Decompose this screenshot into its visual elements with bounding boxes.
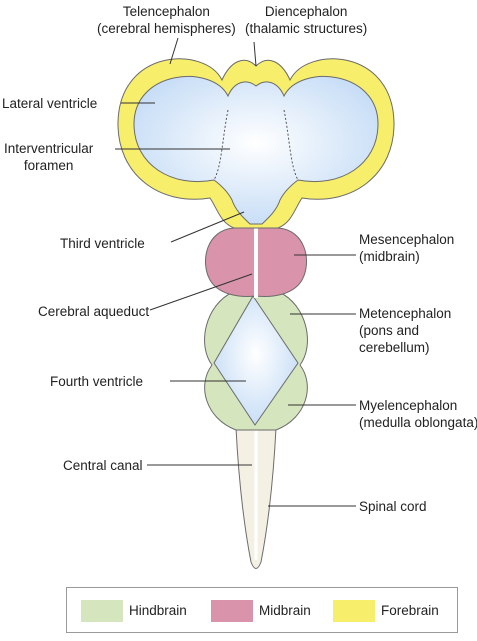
legend: Hindbrain Midbrain Forebrain — [66, 587, 458, 633]
label-myelencephalon-line1: Myelencephalon — [359, 398, 458, 413]
label-interventricular-foramen: Interventricular foramen — [4, 140, 93, 174]
label-spinal-cord: Spinal cord — [359, 498, 427, 515]
label-myelencephalon: Myelencephalon (medulla oblongata) — [359, 397, 477, 431]
leader-cerebral-aqueduct — [149, 273, 253, 311]
legend-label-forebrain: Forebrain — [381, 603, 439, 618]
fourth-ventricle-shape — [213, 295, 299, 426]
leader-third-ventricle — [170, 211, 245, 243]
boundary-left — [213, 109, 229, 181]
label-telencephalon-line1: Telencephalon — [122, 4, 210, 19]
label-diencephalon-line2: (thalamic structures) — [245, 21, 368, 36]
ventricle-system-shape — [133, 76, 379, 225]
label-mesencephalon: Mesencephalon (midbrain) — [359, 231, 454, 265]
legend-label-hindbrain: Hindbrain — [129, 603, 187, 618]
label-metencephalon-line1: Metencephalon — [359, 306, 452, 321]
label-metencephalon-line3: cerebellum) — [359, 340, 430, 355]
label-lateral-ventricle: Lateral ventricle — [2, 95, 97, 112]
label-telencephalon-line2: (cerebral hemispheres) — [97, 21, 236, 36]
label-cerebral-aqueduct: Cerebral aqueduct — [38, 303, 149, 320]
label-central-canal: Central canal — [63, 457, 143, 474]
label-fourth-ventricle: Fourth ventricle — [50, 373, 143, 390]
label-diencephalon: Diencephalon (thalamic structures) — [245, 3, 367, 37]
label-central-canal-line1: Central canal — [63, 458, 143, 473]
label-interventricular-line1: Interventricular — [4, 141, 94, 156]
label-third-ventricle-line1: Third ventricle — [60, 236, 145, 251]
label-metencephalon-line2: (pons and — [359, 323, 420, 338]
label-metencephalon: Metencephalon (pons and cerebellum) — [359, 305, 451, 356]
leader-diencephalon — [253, 41, 257, 67]
label-lateral-ventricle-line1: Lateral ventricle — [2, 96, 98, 111]
label-mesencephalon-line2: (midbrain) — [359, 249, 420, 264]
legend-swatch-midbrain — [211, 600, 253, 622]
legend-swatch-forebrain — [333, 600, 375, 622]
legend-label-midbrain: Midbrain — [259, 603, 311, 618]
label-telencephalon: Telencephalon (cerebral hemispheres) — [97, 3, 236, 37]
label-fourth-ventricle-line1: Fourth ventricle — [50, 374, 144, 389]
legend-swatch-hindbrain — [81, 600, 123, 622]
label-mesencephalon-line1: Mesencephalon — [359, 232, 455, 247]
label-cerebral-aqueduct-line1: Cerebral aqueduct — [38, 304, 150, 319]
label-third-ventricle: Third ventricle — [60, 235, 145, 252]
leader-telencephalon — [169, 37, 179, 65]
leader-lines — [115, 37, 356, 507]
boundary-right — [283, 109, 299, 181]
label-spinal-cord-line1: Spinal cord — [359, 499, 427, 514]
label-diencephalon-line1: Diencephalon — [264, 4, 348, 19]
label-myelencephalon-line2: (medulla oblongata) — [359, 415, 477, 430]
label-interventricular-line2: foramen — [23, 158, 74, 173]
